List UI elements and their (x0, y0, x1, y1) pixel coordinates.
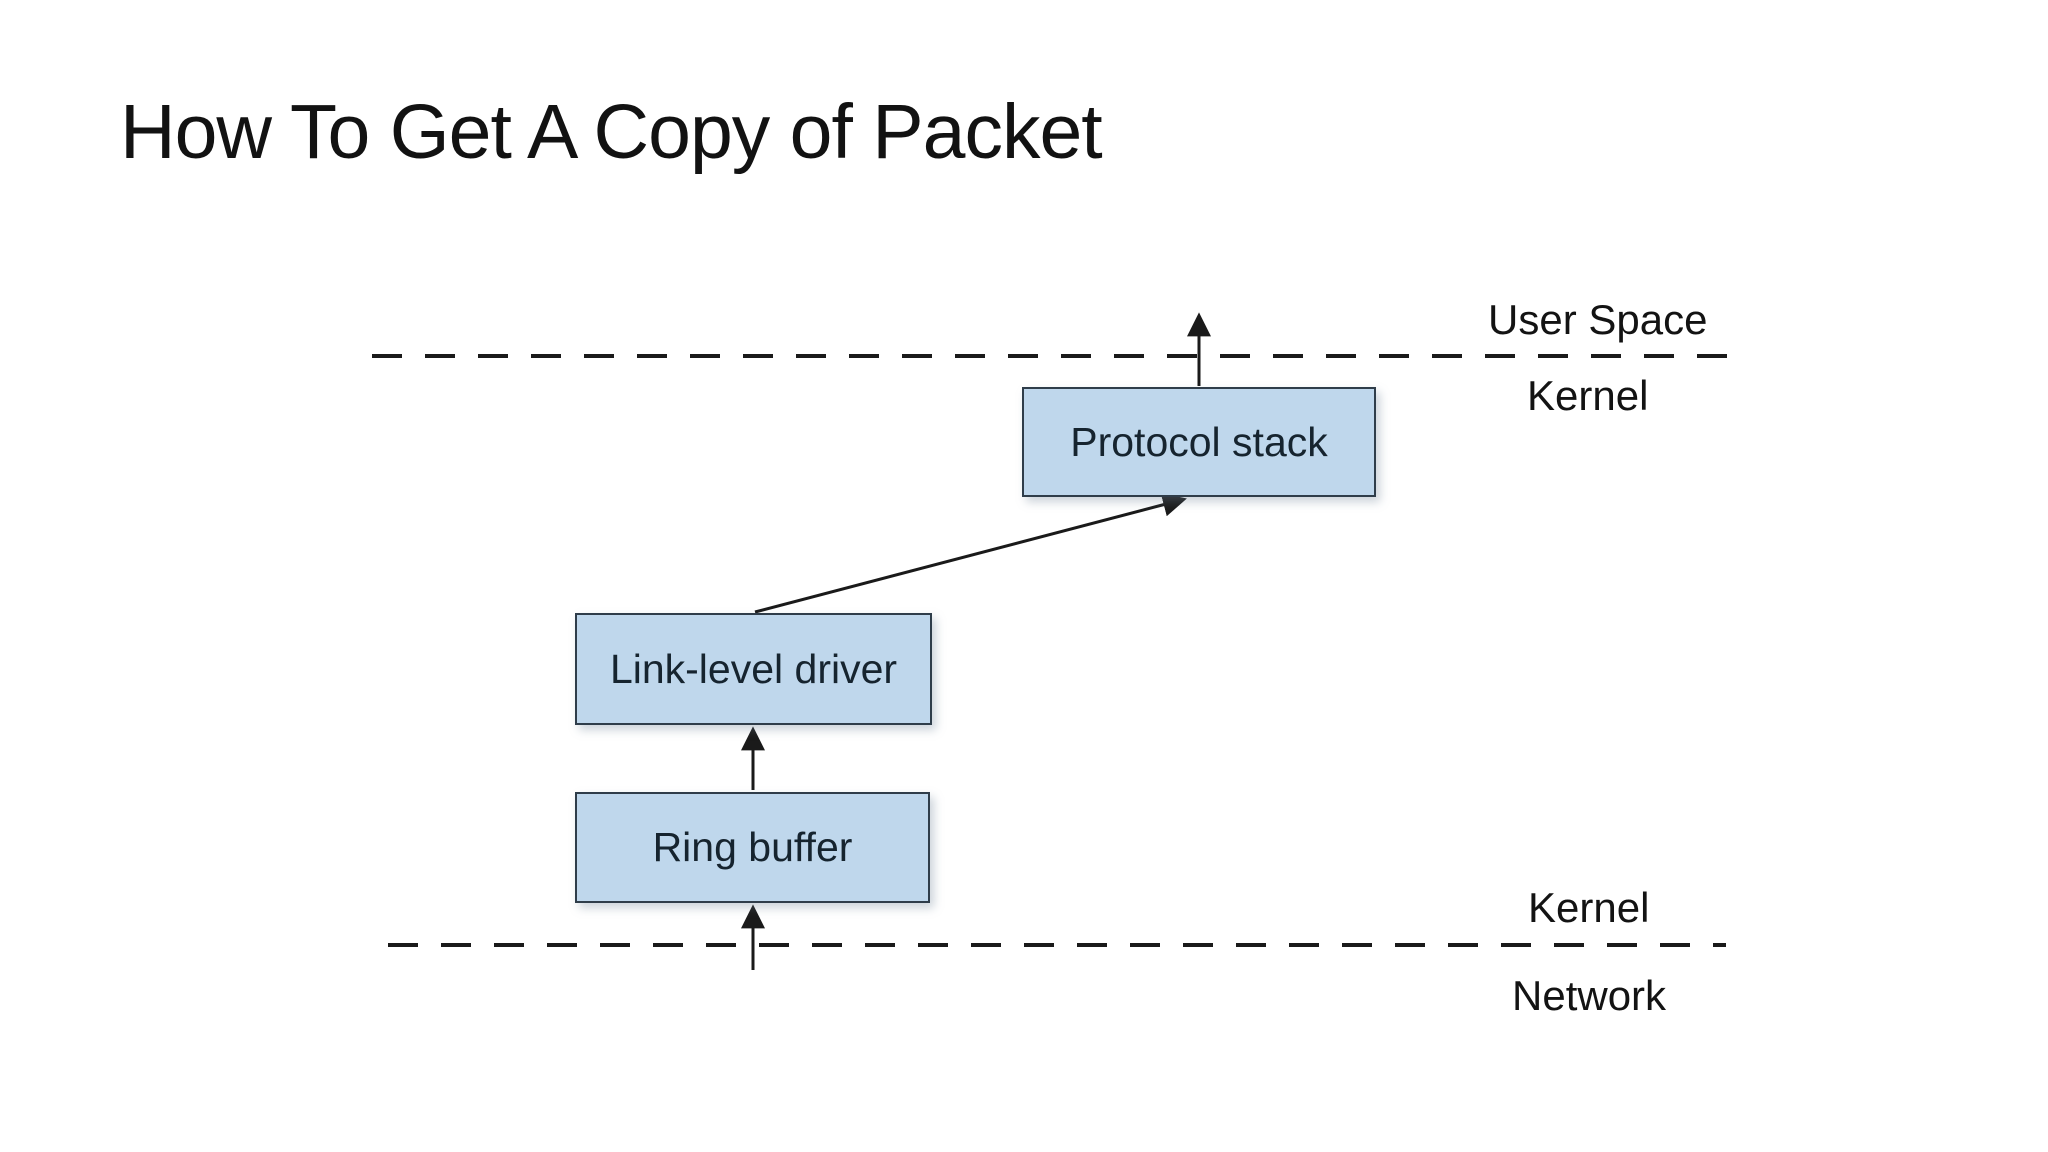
box-link-level-driver: Link-level driver (575, 613, 932, 725)
box-ring-buffer: Ring buffer (575, 792, 930, 903)
arrow-link-level-driver-to-protocol-stack (754, 493, 1187, 614)
box-ring-buffer-label: Ring buffer (652, 824, 853, 870)
label-network: Network (1512, 972, 1667, 1019)
label-kernel-bottom: Kernel (1528, 884, 1650, 931)
label-kernel-top: Kernel (1527, 372, 1649, 419)
slide-title: How To Get A Copy of Packet (120, 89, 1103, 175)
box-protocol-stack: Protocol stack (1022, 387, 1376, 497)
label-user-space: User Space (1488, 296, 1708, 343)
box-protocol-stack-label: Protocol stack (1070, 418, 1328, 465)
box-link-level-driver-label: Link-level driver (609, 645, 898, 692)
